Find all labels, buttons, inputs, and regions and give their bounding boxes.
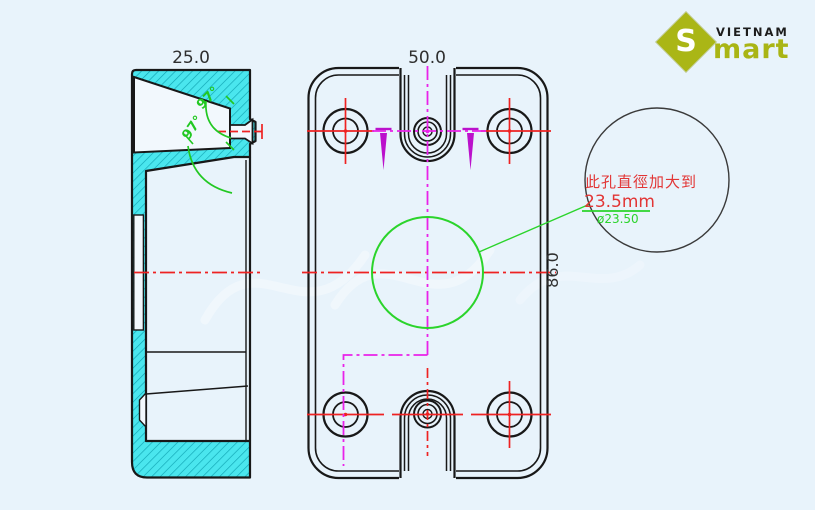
front-view: [302, 64, 556, 482]
section-lines: [342, 66, 486, 466]
red-centerlines: [302, 98, 556, 456]
brand-logo: S VIETNAM mart: [0, 0, 789, 85]
dim-side-width: 25.0: [172, 48, 210, 68]
side-view-centerlines: [134, 124, 266, 274]
dim-front-height: 86.0: [543, 252, 562, 288]
callout-leader-line: [478, 203, 591, 253]
callout-note-line2: 23.5mm: [584, 192, 655, 212]
dim-front-width: 50.0: [408, 48, 446, 68]
side-view-wedge-cavity: [133, 75, 231, 154]
top-notch-cover: [399, 64, 456, 163]
section-arrow-right: [467, 133, 474, 170]
section-arrows: [375, 127, 479, 170]
side-view: 97° 97°: [130, 68, 266, 479]
watermark: [200, 245, 645, 325]
callout-balloon: [584, 107, 730, 253]
side-view-snap-notch: [138, 391, 147, 429]
logo-diamond-icon: S: [656, 12, 716, 72]
section-arrow-left: [380, 133, 387, 170]
callout-diameter-label: ø23.50: [597, 212, 639, 226]
logo-text-top: VIETNAM: [716, 25, 789, 39]
callout-note-line1: 此孔直徑加大到: [585, 173, 697, 191]
enlarged-hole-circle: [371, 216, 484, 329]
logo-initial: S: [675, 24, 697, 59]
angle-dimensions: [185, 95, 235, 194]
logo-text-bottom: mart: [713, 34, 790, 65]
callout: 此孔直徑加大到 23.5mm ø23.50: [478, 107, 730, 253]
side-view-internal-edges: [145, 157, 252, 441]
